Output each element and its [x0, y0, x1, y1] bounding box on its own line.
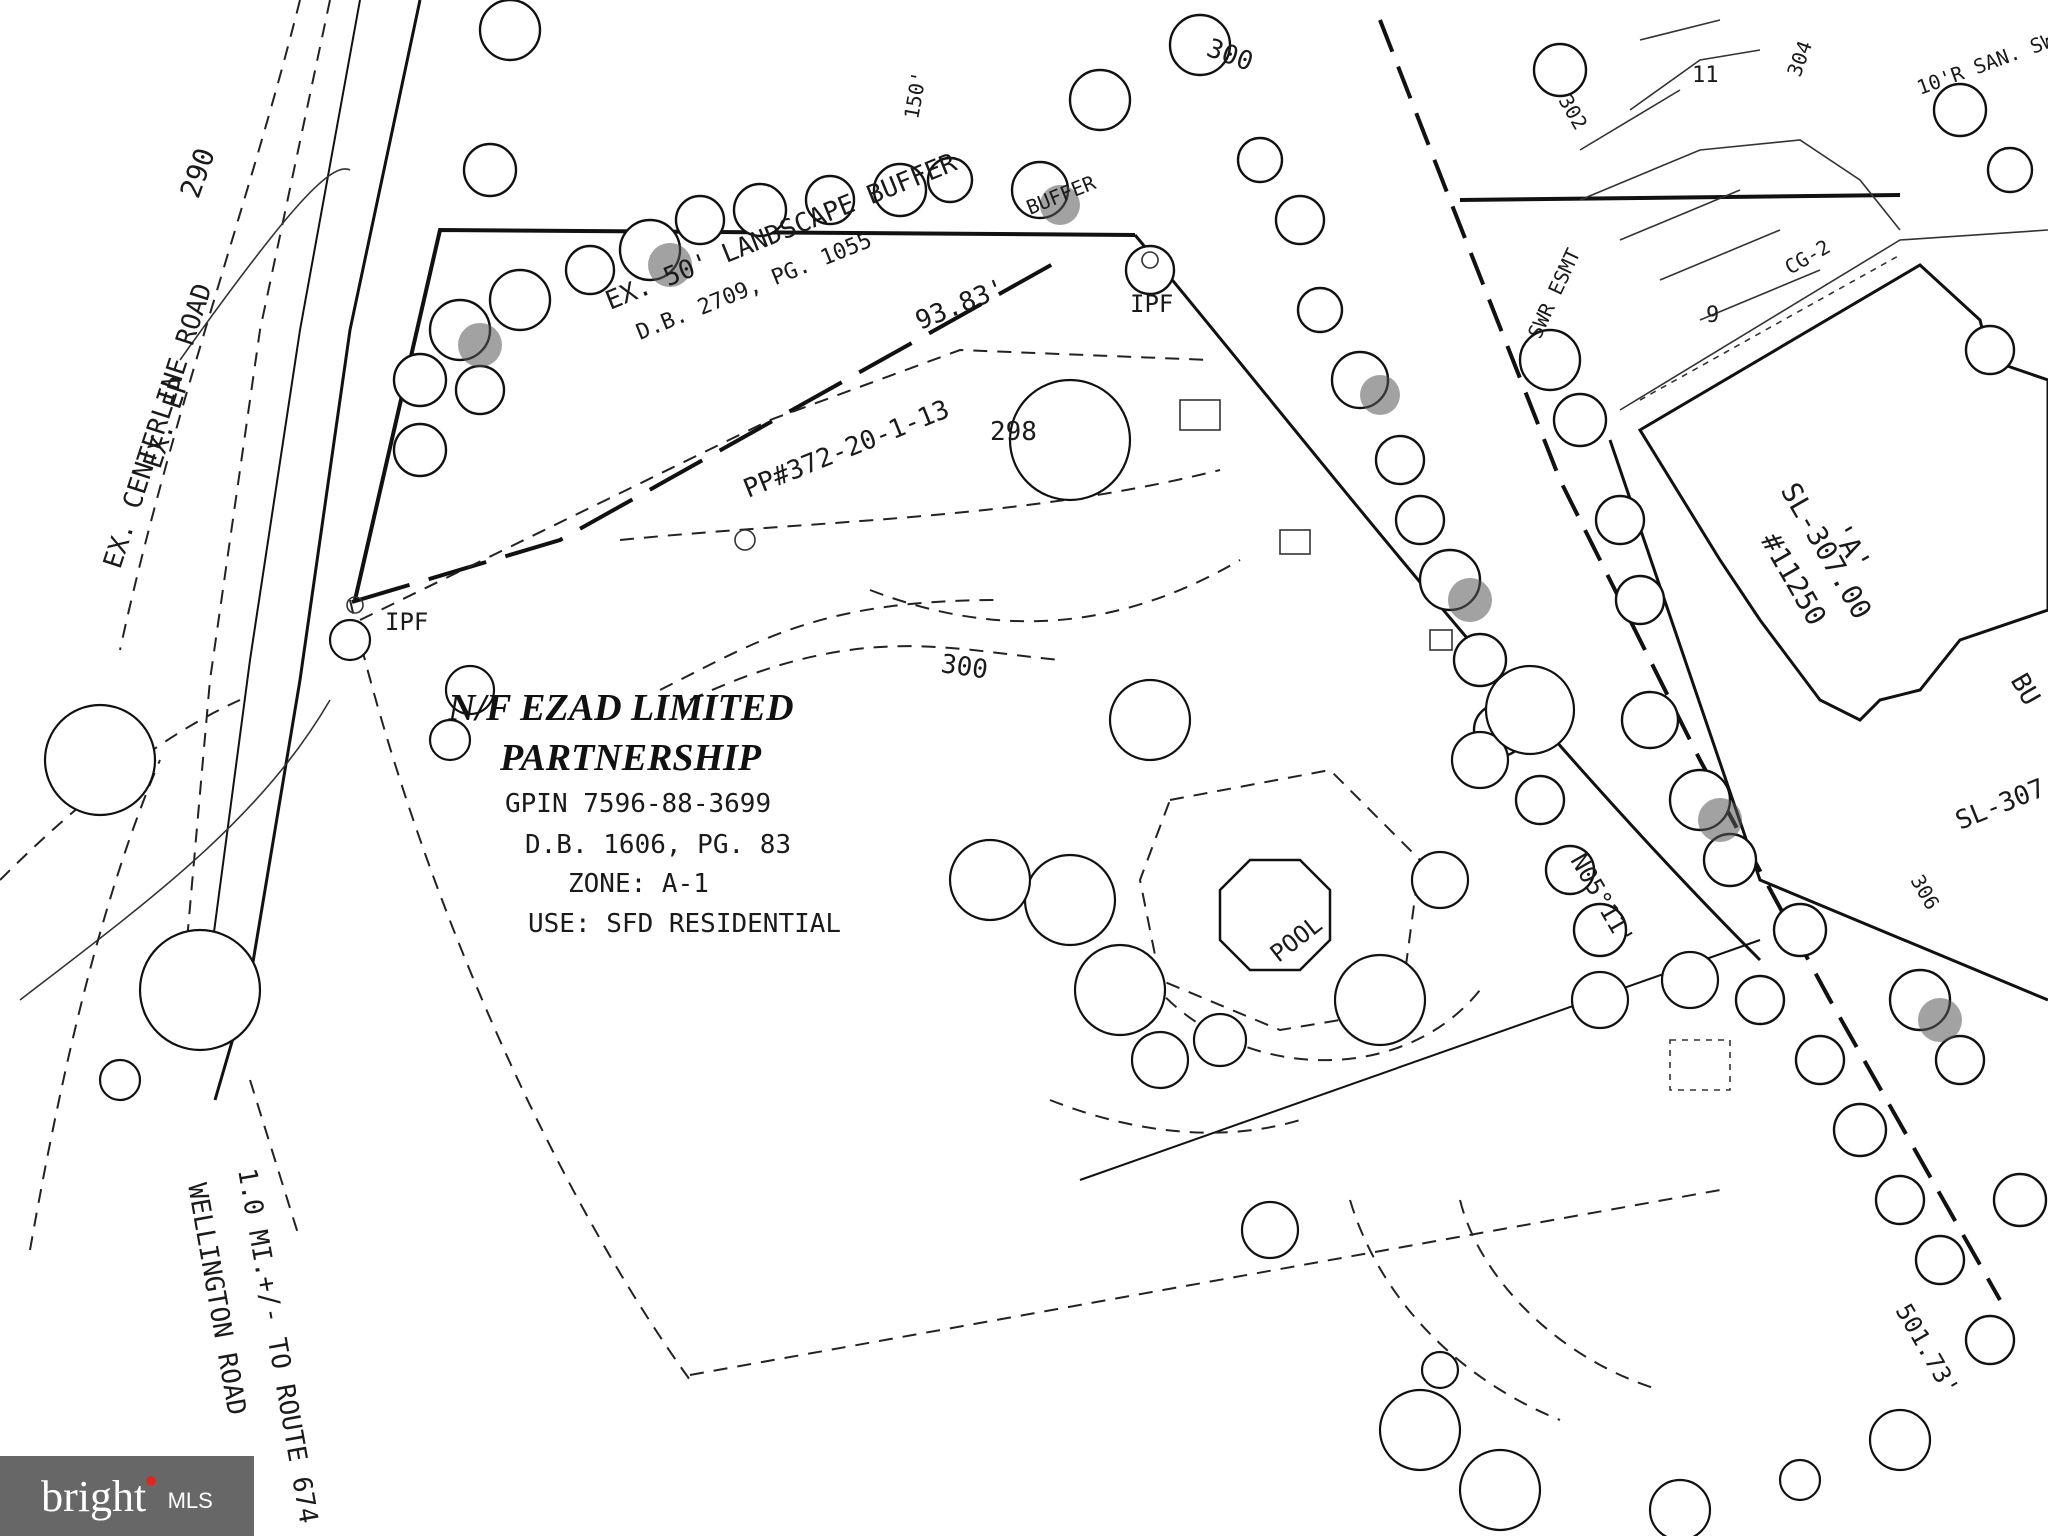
ipf-right-label: IPF [1130, 290, 1173, 318]
pool-octagon [1218, 858, 1332, 972]
watermark-dot-icon: ● [144, 1467, 158, 1492]
use-label: USE: SFD RESIDENTIAL [528, 909, 841, 939]
contours [619, 469, 1661, 1421]
watermark-brand: bright [41, 1471, 147, 1521]
cg2-label: CG-2 [1781, 234, 1835, 279]
zone-label: ZONE: A-1 [568, 869, 709, 899]
contour-306: 306 [1906, 871, 1945, 914]
lot-11-label: 11 [1692, 63, 1719, 88]
deciduous-trees [43, 378, 1932, 1536]
owner-line2: PARTNERSHIP [499, 737, 762, 779]
sl-right-label: SL-307 [1951, 773, 2048, 836]
contour-290: 290 [174, 144, 222, 203]
parking-hatch [1579, 19, 1901, 321]
distance-top-label: 93.83' [911, 273, 1009, 336]
pp-number-label: PP#372-20-1-13 [739, 395, 953, 505]
bu-label: BU [2004, 669, 2046, 711]
swr-esmt-label: SWR ESMT [1523, 245, 1585, 342]
pool-area [1138, 768, 1481, 1062]
distance-right-label: 501.73' [1890, 1299, 1965, 1401]
deed-label: D.B. 1606, PG. 83 [525, 830, 791, 860]
contour-298: 298 [990, 417, 1037, 447]
contour-304: 304 [1782, 38, 1817, 80]
watermark-suffix: MLS [167, 1488, 213, 1513]
owner-line1: N/F EZAD LIMITED [447, 687, 794, 729]
lot-9-label: 9 [1706, 303, 1719, 328]
san-swr-label: 10'R SAN. SWR [1914, 23, 2048, 99]
gpin-label: GPIN 7596-88-3699 [505, 789, 771, 819]
ipf-left-label: IPF [385, 608, 428, 636]
dim-150-label: 150' [899, 69, 931, 121]
tree-shading [458, 185, 1962, 1042]
parcel-boundary [349, 227, 1762, 1381]
plan-labels: N/F EZAD LIMITED PARTNERSHIP GPIN 7596-8… [98, 23, 2048, 1525]
contour-300-a: 300 [939, 649, 990, 685]
misc-structures [346, 251, 1731, 1091]
building-a-footprint [1619, 229, 2048, 722]
buffer-trees [392, 0, 2048, 1366]
brightmls-watermark: bright ● MLS [0, 1456, 254, 1536]
pool-label: POOL [1265, 910, 1328, 968]
